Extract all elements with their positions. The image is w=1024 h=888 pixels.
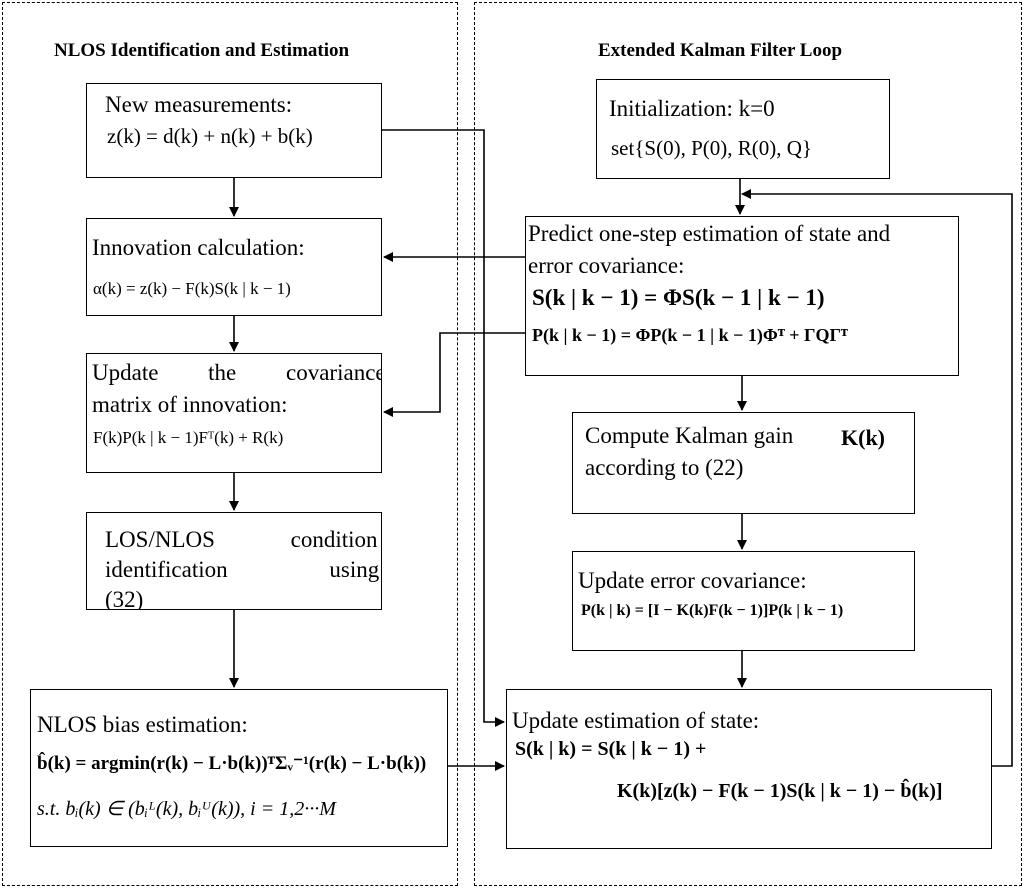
update-innovation-covariance-line1: Update the covariance: [92, 360, 382, 385]
update-state-box: Update estimation of state: S(k | k) = S…: [506, 689, 992, 849]
new-measurements-equation: z(k) = d(k) + n(k) + b(k): [107, 124, 313, 148]
kalman-gain-line2: according to (22): [585, 455, 744, 480]
los-nlos-identification-line1: LOS/NLOS condition: [105, 527, 378, 552]
predict-line1: Predict one-step estimation of state and: [528, 221, 891, 246]
arrow-predict-to-update-cov: [383, 332, 525, 417]
left-panel: [2, 2, 458, 886]
update-error-covariance-equation: P(k | k) = [I − K(k)F(k − 1)]P(k | k − 1…: [581, 602, 844, 619]
innovation-calculation-box: Innovation calculation: α(k) = z(k) − F(…: [86, 218, 382, 316]
nlos-bias-estimation-box: NLOS bias estimation: b̂(k) = argmin(r(k…: [30, 689, 448, 847]
right-panel-title: Extended Kalman Filter Loop: [598, 40, 843, 61]
update-error-covariance-box: Update error covariance: P(k | k) = [I −…: [572, 551, 915, 651]
left-panel-title: NLOS Identification and Estimation: [54, 40, 350, 61]
predict-line2: error covariance:: [528, 253, 685, 278]
new-measurements-box: New measurements: z(k) = d(k) + n(k) + b…: [86, 83, 382, 178]
predict-covariance-equation: P(k | k − 1) = ΦP(k − 1 | k − 1)Φᵀ + ΓQΓ…: [532, 325, 848, 345]
predict-box: Predict one-step estimation of state and…: [525, 216, 959, 376]
kalman-gain-line1: Compute Kalman gain: [585, 423, 794, 448]
right-panel: [474, 2, 1022, 886]
nlos-bias-estimation-objective: b̂(k) = argmin(r(k) − L·b(k))ᵀΣᵥ⁻¹(r(k) …: [37, 753, 427, 774]
kalman-gain-box: Compute Kalman gain K(k) according to (2…: [572, 412, 915, 514]
nlos-bias-estimation-title: NLOS bias estimation:: [37, 712, 248, 737]
arrow-feedback-loop: [741, 189, 1013, 767]
update-innovation-covariance-box: Update the covariance matrix of innovati…: [86, 353, 382, 473]
innovation-calculation-equation: α(k) = z(k) − F(k)S(k | k − 1): [93, 279, 291, 298]
kalman-gain-symbol: K(k): [841, 425, 885, 450]
predict-state-equation: S(k | k − 1) = ΦS(k − 1 | k − 1): [532, 285, 825, 310]
update-state-title: Update estimation of state:: [512, 708, 760, 733]
update-state-equation-line2: K(k)[z(k) − F(k − 1)S(k | k − 1) − b̂(k)…: [617, 780, 943, 802]
arrow-new-meas-to-update-state: [382, 129, 505, 727]
los-nlos-identification-box: LOS/NLOS condition identification using …: [86, 512, 382, 610]
innovation-calculation-title: Innovation calculation:: [92, 235, 305, 260]
initialization-equation: set{S(0), P(0), R(0), Q}: [611, 136, 812, 160]
initialization-title: Initialization: k=0: [609, 96, 775, 121]
los-nlos-identification-line2: identification using: [105, 557, 380, 582]
nlos-bias-estimation-constraint: s.t. bᵢ(k) ∈ (bᵢᴸ(k), bᵢᵁ(k)), i = 1,2··…: [37, 798, 336, 820]
update-innovation-covariance-equation: F(k)P(k | k − 1)Fᵀ(k) + R(k): [93, 428, 284, 447]
los-nlos-identification-line3: (32): [105, 587, 144, 610]
new-measurements-title: New measurements:: [105, 92, 293, 117]
update-innovation-covariance-line2: matrix of innovation:: [92, 392, 288, 417]
initialization-box: Initialization: k=0 set{S(0), P(0), R(0)…: [596, 79, 890, 179]
update-state-equation-line1: S(k | k) = S(k | k − 1) +: [515, 738, 707, 760]
update-error-covariance-title: Update error covariance:: [578, 568, 807, 593]
